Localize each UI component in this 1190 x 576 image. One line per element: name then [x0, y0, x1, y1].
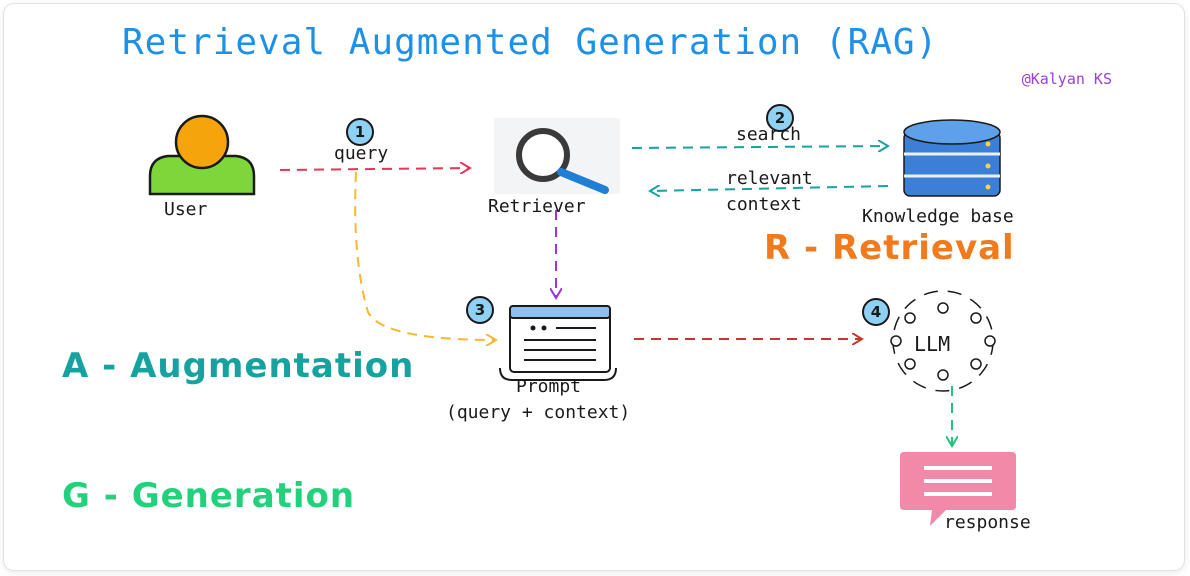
llm-node-ring [890, 290, 996, 392]
knowledge-base-label: Knowledge base [862, 206, 1014, 227]
phase-augmentation: A - Augmentation [62, 346, 415, 386]
document-icon [499, 305, 617, 381]
context-edge-label: context [726, 194, 802, 215]
query-arrow [279, 168, 470, 170]
step-badge-2: 2 [766, 104, 794, 132]
prompt-sublabel: (query + context) [446, 402, 631, 423]
step-badge-4: 4 [862, 298, 890, 326]
step-badge-3: 3 [466, 296, 494, 324]
context-arrow [650, 186, 889, 191]
page-title: Retrieval Augmented Generation (RAG) [122, 22, 939, 63]
search-edge-label: search [736, 124, 802, 145]
phase-retrieval: R - Retrieval [764, 228, 1015, 268]
database-icon [903, 119, 1001, 197]
query-edge-label: query [334, 143, 389, 164]
llm-label: LLM [914, 332, 951, 356]
user-icon [148, 114, 256, 196]
user-label: User [164, 199, 208, 220]
response-label: response [944, 512, 1031, 533]
step-badge-1: 1 [346, 118, 374, 146]
chat-bubble-icon [900, 452, 1016, 526]
magnifier-icon [494, 118, 620, 194]
retriever-label: Retriever [488, 196, 586, 217]
relevant-edge-label: relevant [726, 168, 813, 189]
query-to-prompt-arrow [354, 171, 496, 340]
search-arrow [631, 146, 888, 148]
prompt-label: Prompt [516, 376, 582, 397]
author-credit: @Kalyan KS [1021, 70, 1112, 88]
phase-generation: G - Generation [62, 476, 356, 516]
